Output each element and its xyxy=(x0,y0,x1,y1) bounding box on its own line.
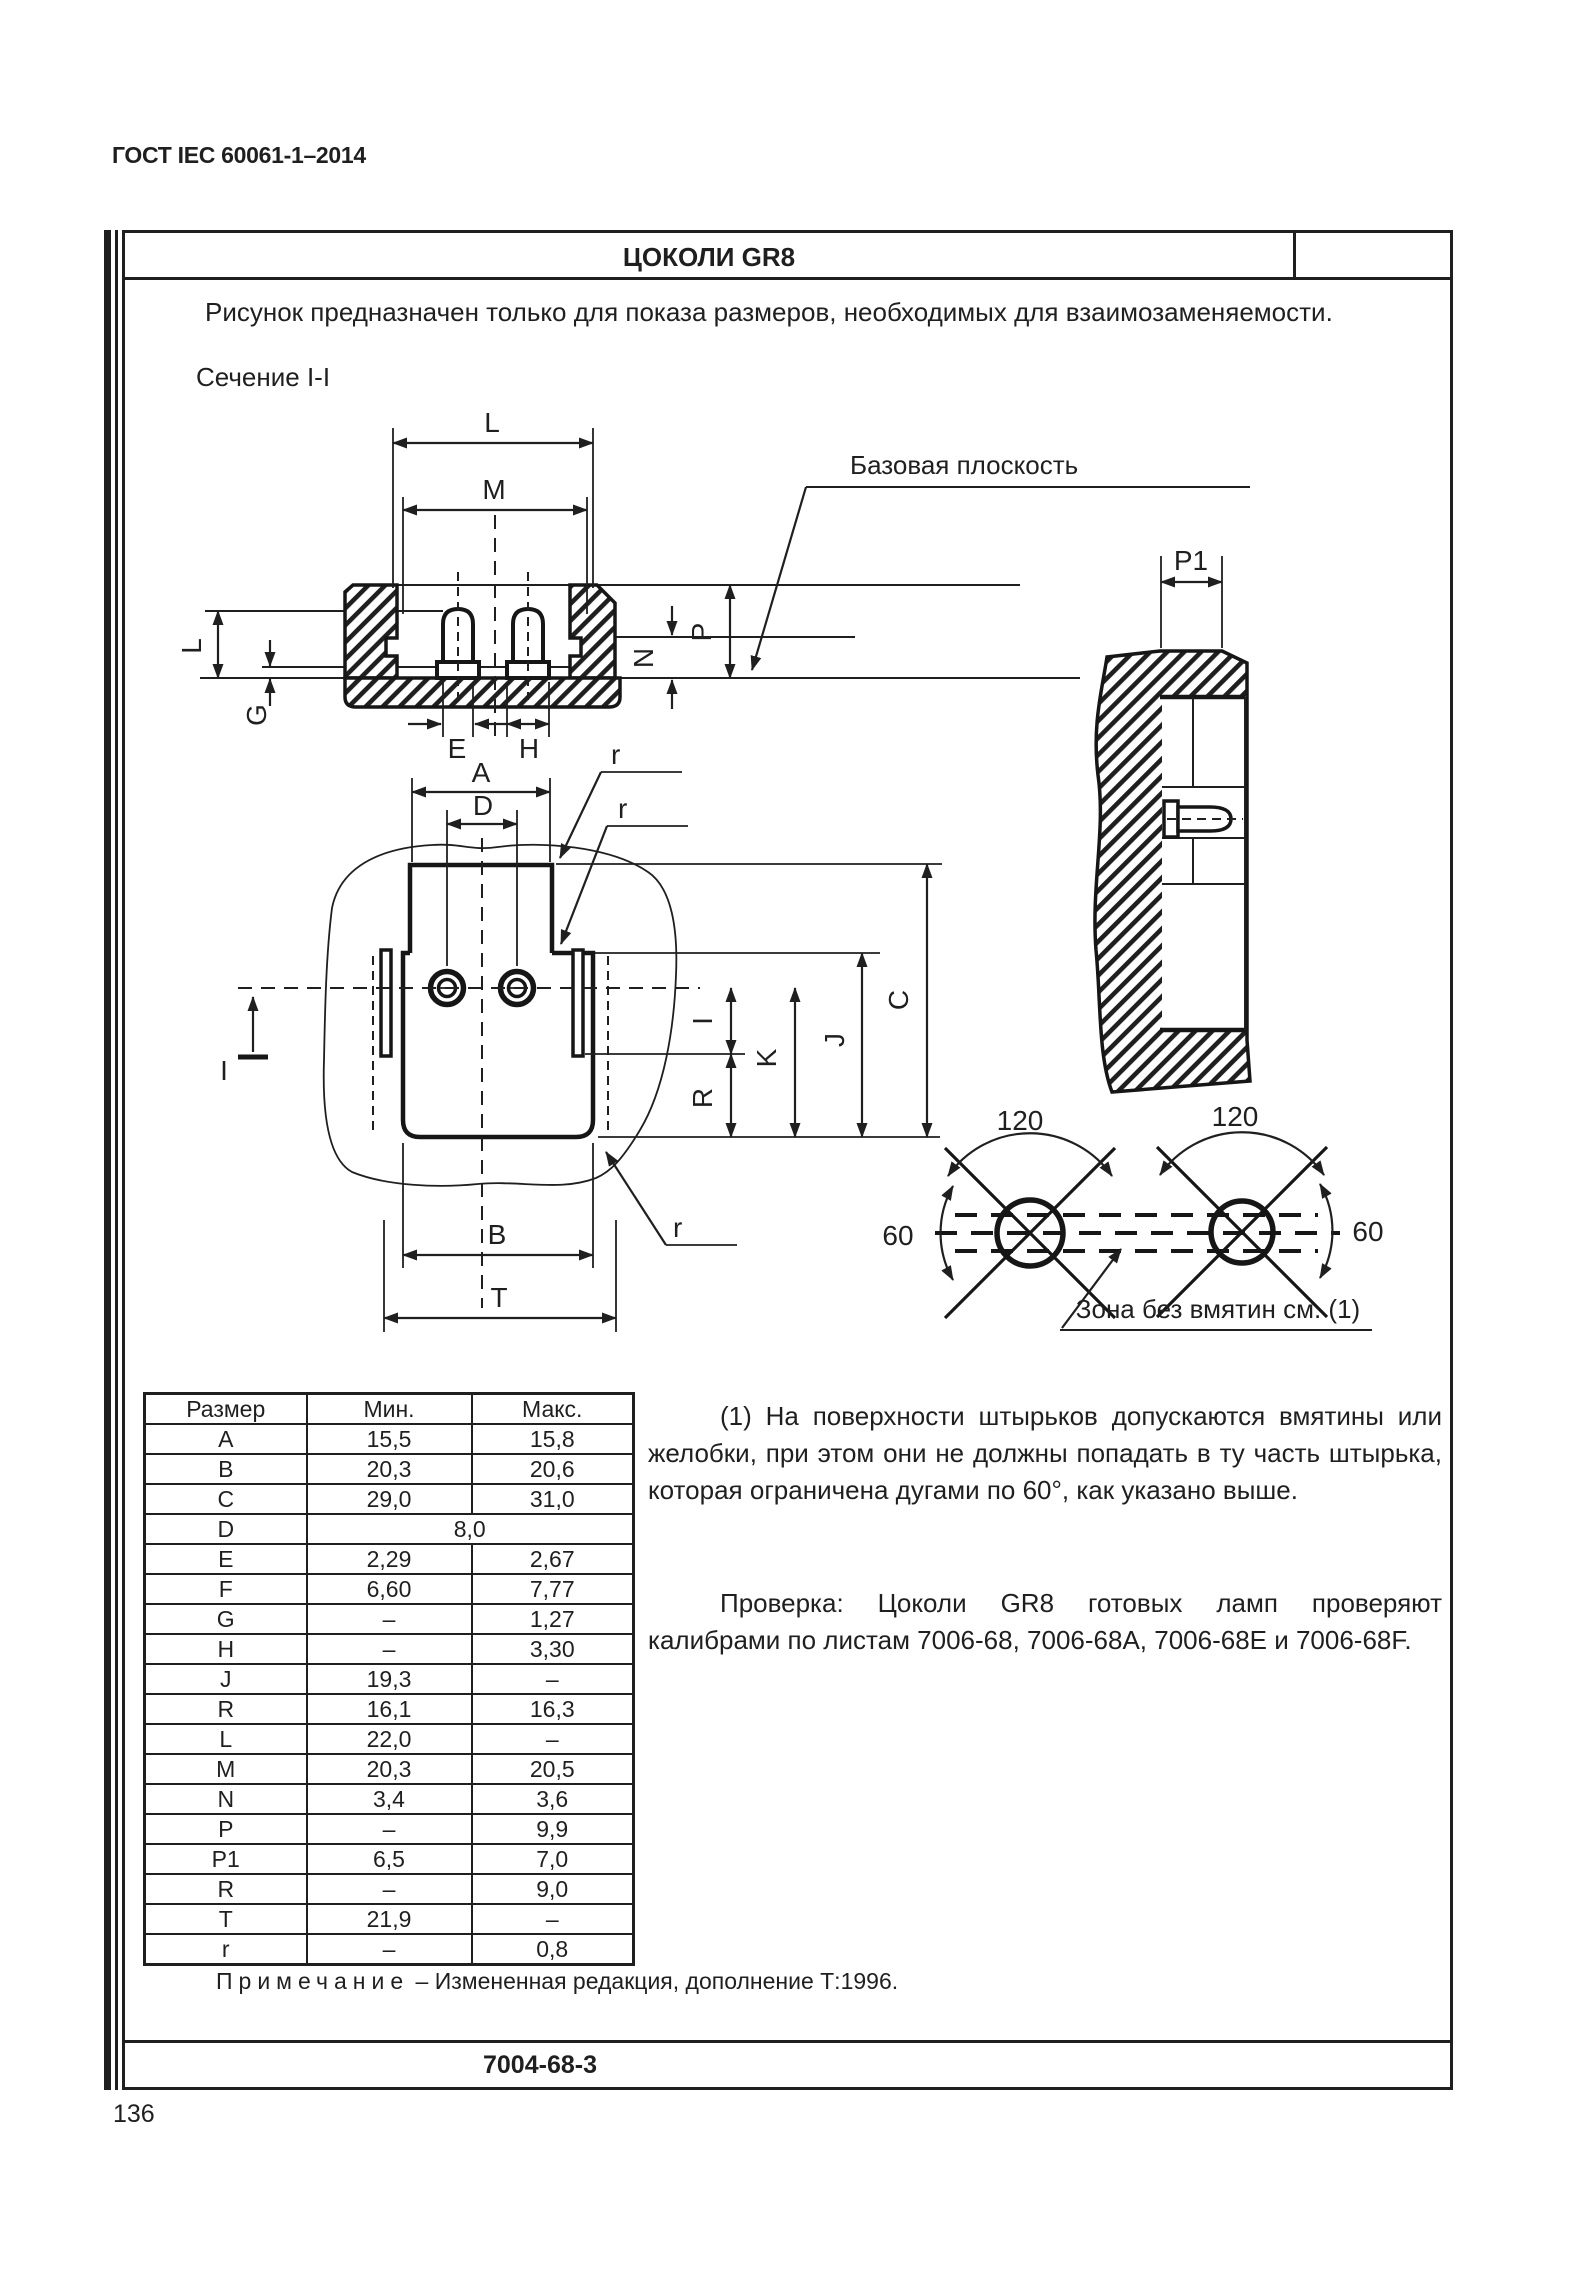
title-bar-divider xyxy=(1293,233,1296,277)
table-header-cell: Мин. xyxy=(305,1392,473,1425)
table-cell: 2,29 xyxy=(305,1543,473,1575)
table-cell: 1,27 xyxy=(470,1603,635,1635)
table-row: H–3,30 xyxy=(143,1633,635,1665)
table-cell: 22,0 xyxy=(305,1723,473,1755)
table-cell: G xyxy=(143,1603,308,1635)
table-cell: – xyxy=(470,1723,635,1755)
table-cell: 20,5 xyxy=(470,1753,635,1785)
table-cell: 20,3 xyxy=(305,1453,473,1485)
table-cell: – xyxy=(470,1903,635,1935)
table-row: P–9,9 xyxy=(143,1813,635,1845)
table-cell: H xyxy=(143,1633,308,1665)
binding-bar-outer xyxy=(104,230,111,2090)
table-cell: 3,6 xyxy=(470,1783,635,1815)
table-row: G–1,27 xyxy=(143,1603,635,1635)
section-label: Сечение I-I xyxy=(196,362,331,392)
table-cell: 16,1 xyxy=(305,1693,473,1725)
table-cell: 19,3 xyxy=(305,1663,473,1695)
table-cell: 9,0 xyxy=(470,1873,635,1905)
title-bar: ЦОКОЛИ GR8 xyxy=(125,233,1450,280)
table-cell: – xyxy=(305,1633,473,1665)
table-cell: P1 xyxy=(143,1843,308,1875)
table-cell: 9,9 xyxy=(470,1813,635,1845)
table-cell: 21,9 xyxy=(305,1903,473,1935)
table-cell: – xyxy=(470,1663,635,1695)
doc-code: ГОСТ IEC 60061-1–2014 xyxy=(112,142,366,168)
table-cell: A xyxy=(143,1423,308,1455)
intro-text: Рисунок предназначен только для показа р… xyxy=(205,297,1333,327)
footnote-1: (1) На поверхности штырьков допускаются … xyxy=(648,1401,1442,1505)
table-cell: R xyxy=(143,1873,308,1905)
table-row: r–0,8 xyxy=(143,1933,635,1966)
table-cell: 7,0 xyxy=(470,1843,635,1875)
table-cell: – xyxy=(305,1603,473,1635)
table-cell: 8,0 xyxy=(305,1513,635,1545)
table-cell: T xyxy=(143,1903,308,1935)
table-cell: D xyxy=(143,1513,308,1545)
table-cell: 20,6 xyxy=(470,1453,635,1485)
sheet-frame: ЦОКОЛИ GR8 7004-68-3 xyxy=(122,230,1453,2090)
table-cell: N xyxy=(143,1783,308,1815)
table-cell: C xyxy=(143,1483,308,1515)
table-cell: 29,0 xyxy=(305,1483,473,1515)
table-cell: 3,4 xyxy=(305,1783,473,1815)
table-cell: r xyxy=(143,1933,308,1966)
table-cell: M xyxy=(143,1753,308,1785)
table-cell: – xyxy=(305,1933,473,1966)
table-cell: – xyxy=(305,1813,473,1845)
table-cell: 20,3 xyxy=(305,1753,473,1785)
table-header-row: Размер Мин. Макс. xyxy=(143,1392,635,1425)
footer-bar: 7004-68-3 xyxy=(125,2040,1450,2087)
sheet-number: 7004-68-3 xyxy=(483,2051,597,2079)
table-cell: P xyxy=(143,1813,308,1845)
table-row: R–9,0 xyxy=(143,1873,635,1905)
table-cell: 6,60 xyxy=(305,1573,473,1605)
table-cell: L xyxy=(143,1723,308,1755)
table-header-cell: Макс. xyxy=(470,1392,635,1425)
table-cell: 6,5 xyxy=(305,1843,473,1875)
table-cell: 2,67 xyxy=(470,1543,635,1575)
table-cell: B xyxy=(143,1453,308,1485)
table-cell: E xyxy=(143,1543,308,1575)
table-cell: 31,0 xyxy=(470,1483,635,1515)
verification-note: Проверка: Цоколи GR8 готовых ламп провер… xyxy=(648,1588,1442,1655)
page-number: 136 xyxy=(113,2100,155,2128)
table-cell: 3,30 xyxy=(470,1633,635,1665)
table-header-cell: Размер xyxy=(143,1392,308,1425)
table-cell: 0,8 xyxy=(470,1933,635,1966)
amendment-note-label: Примечание xyxy=(216,1968,410,1994)
amendment-note-text: – Измененная редакция, дополнение Т:1996… xyxy=(415,1968,899,1994)
table-cell: R xyxy=(143,1693,308,1725)
table-cell: 15,8 xyxy=(470,1423,635,1455)
table-cell: 7,77 xyxy=(470,1573,635,1605)
binding-bar-inner xyxy=(115,230,118,2090)
table-cell: F xyxy=(143,1573,308,1605)
sheet-title: ЦОКОЛИ GR8 xyxy=(622,242,796,272)
table-cell: J xyxy=(143,1663,308,1695)
table-cell: 16,3 xyxy=(470,1693,635,1725)
amendment-note: Примечание – Измененная редакция, дополн… xyxy=(216,1968,898,1995)
table-cell: 15,5 xyxy=(305,1423,473,1455)
table-cell: – xyxy=(305,1873,473,1905)
